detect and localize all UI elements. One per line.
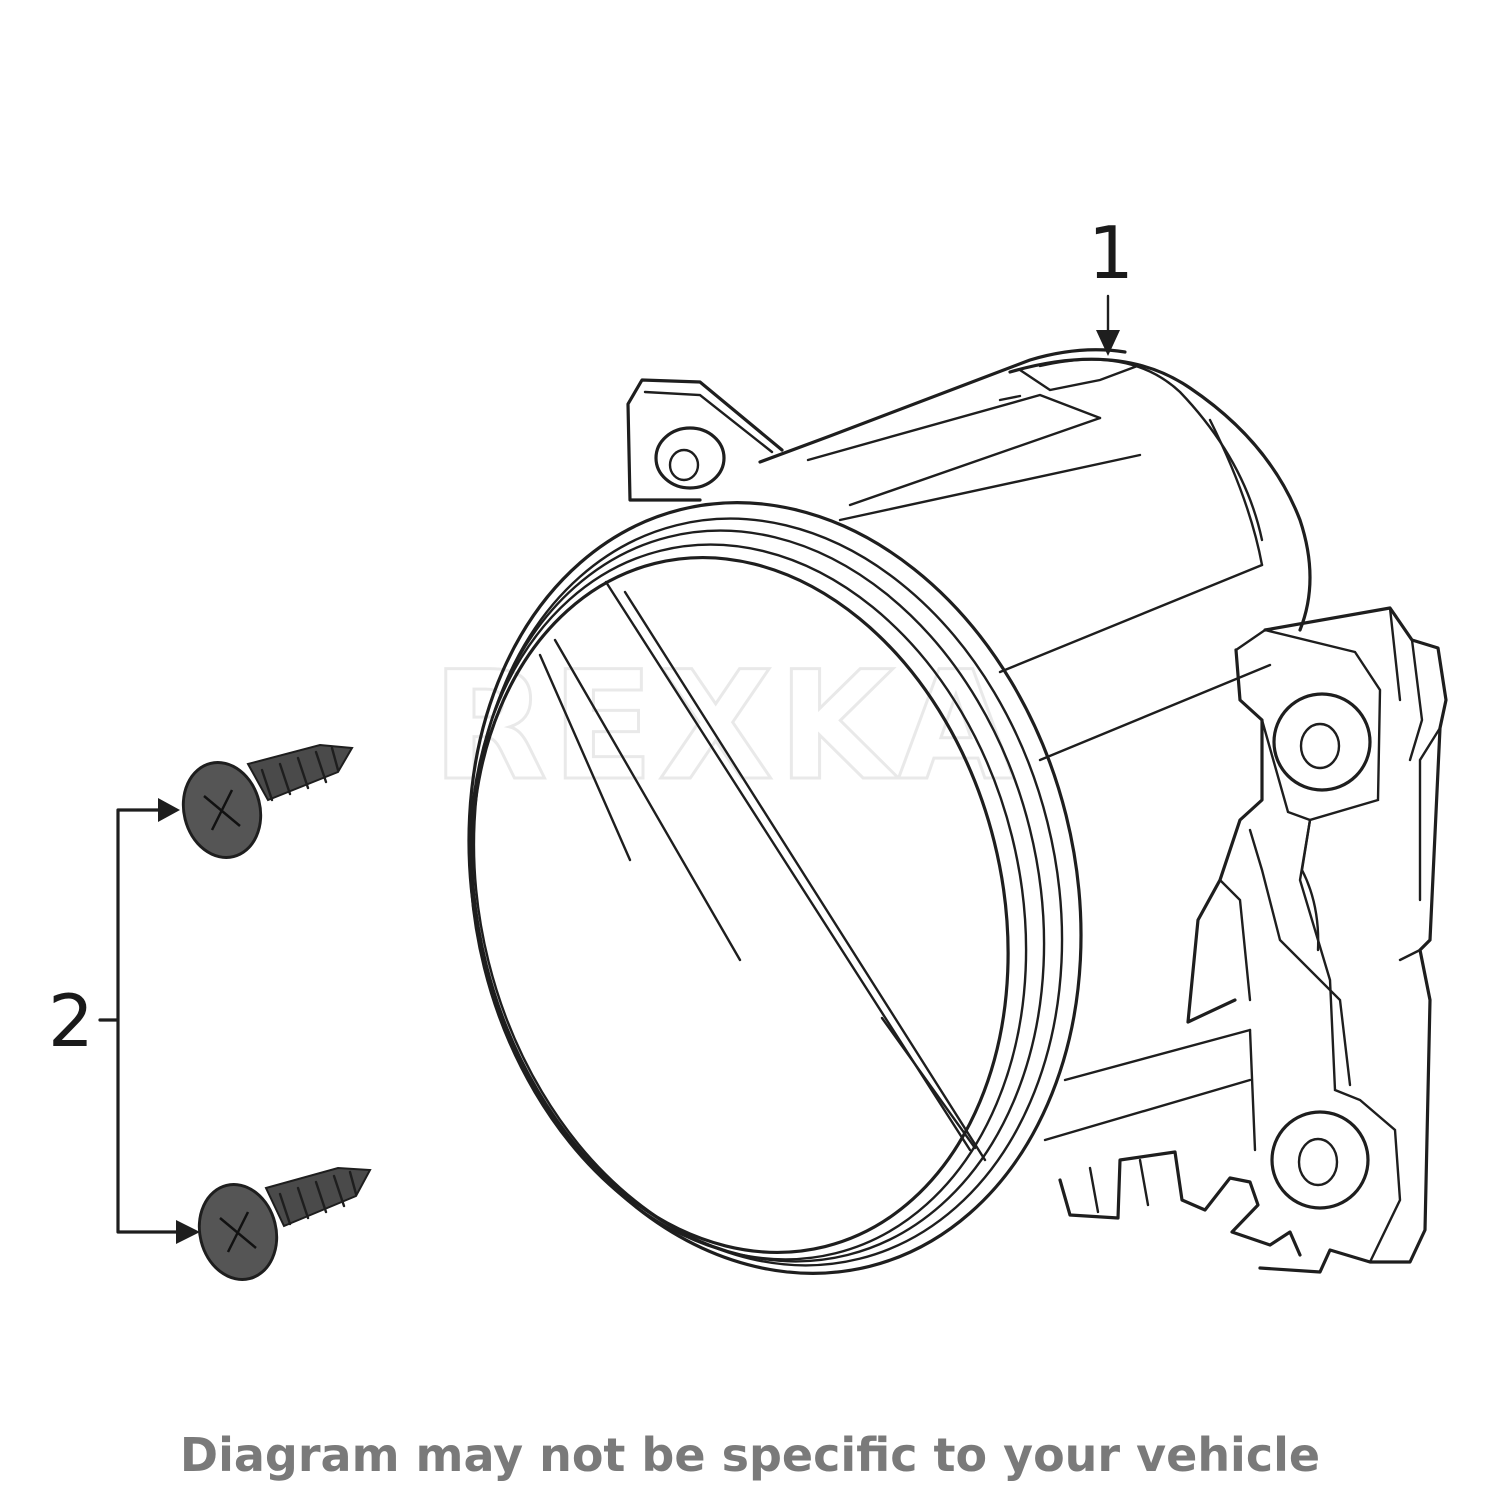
lens <box>470 556 1010 1254</box>
callout-2-label: 2 <box>48 979 94 1063</box>
callout-1-arrowhead <box>1096 330 1120 356</box>
callout-2-arrowhead-upper <box>158 798 180 822</box>
callout-2-bracket <box>98 808 182 1234</box>
callout-2-arrowhead-lower <box>176 1220 200 1244</box>
right-lower-mount-hole <box>1270 1110 1370 1210</box>
screw-lower <box>197 1166 372 1281</box>
watermark: REXKA <box>432 640 1018 814</box>
disclaimer-text: Diagram may not be specific to your vehi… <box>179 1428 1321 1482</box>
bottom-legs <box>1058 1150 1302 1257</box>
right-upper-mount-hole <box>1272 692 1372 792</box>
bezel-outer-ring <box>467 501 1083 1275</box>
housing-top-edge <box>758 348 1127 464</box>
upper-mount-ear <box>626 378 784 502</box>
upper-mount-hole <box>654 426 726 490</box>
screw-upper <box>181 743 354 859</box>
callout-1-label: 1 <box>1088 211 1134 295</box>
fog-lamp-assembly <box>467 348 1448 1275</box>
